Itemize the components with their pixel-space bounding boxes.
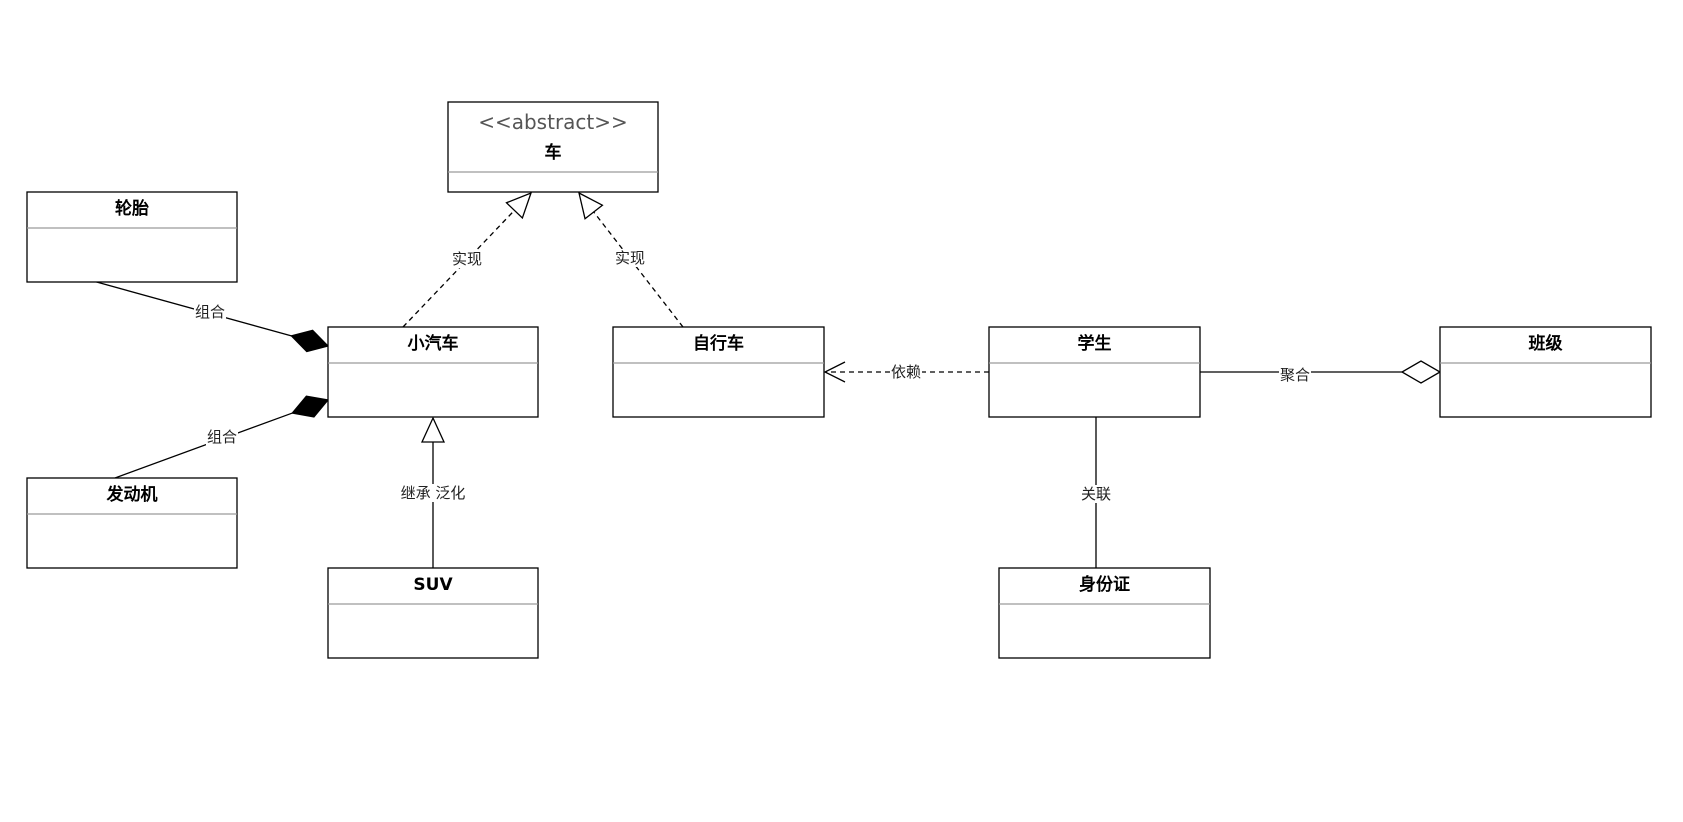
relation-aggregation-student-class[interactable]: 聚合 bbox=[1200, 360, 1442, 384]
relation-label: 组合 bbox=[207, 428, 237, 446]
class-name: 自行车 bbox=[693, 333, 744, 354]
relation-generalization-suv-sedan[interactable]: 继承 泛化 bbox=[399, 416, 467, 568]
relation-line bbox=[402, 209, 515, 328]
relation-arrowhead bbox=[578, 191, 604, 220]
relation-arrowhead bbox=[290, 329, 330, 353]
relation-label: 依赖 bbox=[891, 363, 921, 381]
relation-arrowhead bbox=[505, 191, 533, 220]
relation-arrowhead bbox=[823, 361, 846, 383]
relation-dependency-student-bicycle[interactable]: 依赖 bbox=[823, 361, 989, 383]
class-name: 身份证 bbox=[1079, 574, 1130, 595]
class-box-frame bbox=[447, 101, 659, 193]
class-name: 学生 bbox=[1078, 333, 1112, 354]
class-name: 发动机 bbox=[106, 484, 158, 505]
relation-label-background bbox=[889, 363, 923, 381]
relation-label-background bbox=[205, 428, 239, 446]
relation-line bbox=[92, 280, 292, 337]
relation-realization-sedan-car[interactable]: 实现 bbox=[402, 191, 533, 328]
class-box-idcard[interactable]: 身份证 bbox=[998, 567, 1211, 659]
relation-label: 组合 bbox=[195, 303, 225, 321]
relation-label: 继承 泛化 bbox=[401, 484, 466, 502]
class-box-frame bbox=[26, 191, 238, 283]
relation-arrowhead bbox=[420, 416, 446, 443]
class-box-car[interactable]: <<abstract>> 车 bbox=[447, 101, 659, 193]
relation-label: 实现 bbox=[615, 249, 645, 267]
relations-layer: 实现实现组合组合继承 泛化依赖聚合关联 bbox=[92, 191, 1442, 568]
relation-label: 聚合 bbox=[1280, 366, 1310, 384]
class-box-frame bbox=[327, 567, 539, 659]
class-box-frame bbox=[1439, 326, 1652, 418]
class-name: 小汽车 bbox=[408, 333, 459, 354]
class-box-class[interactable]: 班级 bbox=[1439, 326, 1652, 418]
class-box-engine[interactable]: 发动机 bbox=[26, 477, 238, 569]
relation-label-background bbox=[193, 303, 227, 321]
relation-label-background bbox=[450, 250, 484, 268]
class-box-frame bbox=[612, 326, 825, 418]
relation-label-background bbox=[613, 249, 647, 267]
class-box-bicycle[interactable]: 自行车 bbox=[612, 326, 825, 418]
class-box-frame bbox=[998, 567, 1211, 659]
relation-line bbox=[114, 412, 293, 479]
class-box-frame bbox=[327, 326, 539, 418]
relation-label-background bbox=[1079, 485, 1113, 503]
class-box-student[interactable]: 学生 bbox=[988, 326, 1201, 418]
relation-arrowhead bbox=[291, 395, 330, 418]
relation-composition-tire-sedan[interactable]: 组合 bbox=[92, 280, 330, 353]
class-name: 车 bbox=[545, 142, 562, 163]
class-box-suv[interactable]: SUV bbox=[327, 567, 539, 659]
class-box-tire[interactable]: 轮胎 bbox=[26, 191, 238, 283]
relation-label-background bbox=[399, 484, 467, 502]
class-box-frame bbox=[26, 477, 238, 569]
class-stereotype: <<abstract>> bbox=[478, 110, 628, 134]
class-name: 班级 bbox=[1529, 333, 1563, 354]
relation-association-student-idcard[interactable]: 关联 bbox=[1079, 417, 1113, 568]
relation-label-background bbox=[1278, 366, 1312, 384]
relation-realization-bicycle-car[interactable]: 实现 bbox=[578, 191, 684, 328]
relation-label: 关联 bbox=[1081, 485, 1111, 503]
class-name: SUV bbox=[413, 575, 453, 595]
relation-composition-engine-sedan[interactable]: 组合 bbox=[114, 395, 330, 479]
class-box-sedan[interactable]: 小汽车 bbox=[327, 326, 539, 418]
relation-line bbox=[593, 211, 684, 328]
class-box-frame bbox=[988, 326, 1201, 418]
relation-label: 实现 bbox=[452, 250, 482, 268]
relation-arrowhead bbox=[1400, 360, 1442, 384]
class-name: 轮胎 bbox=[115, 198, 149, 219]
